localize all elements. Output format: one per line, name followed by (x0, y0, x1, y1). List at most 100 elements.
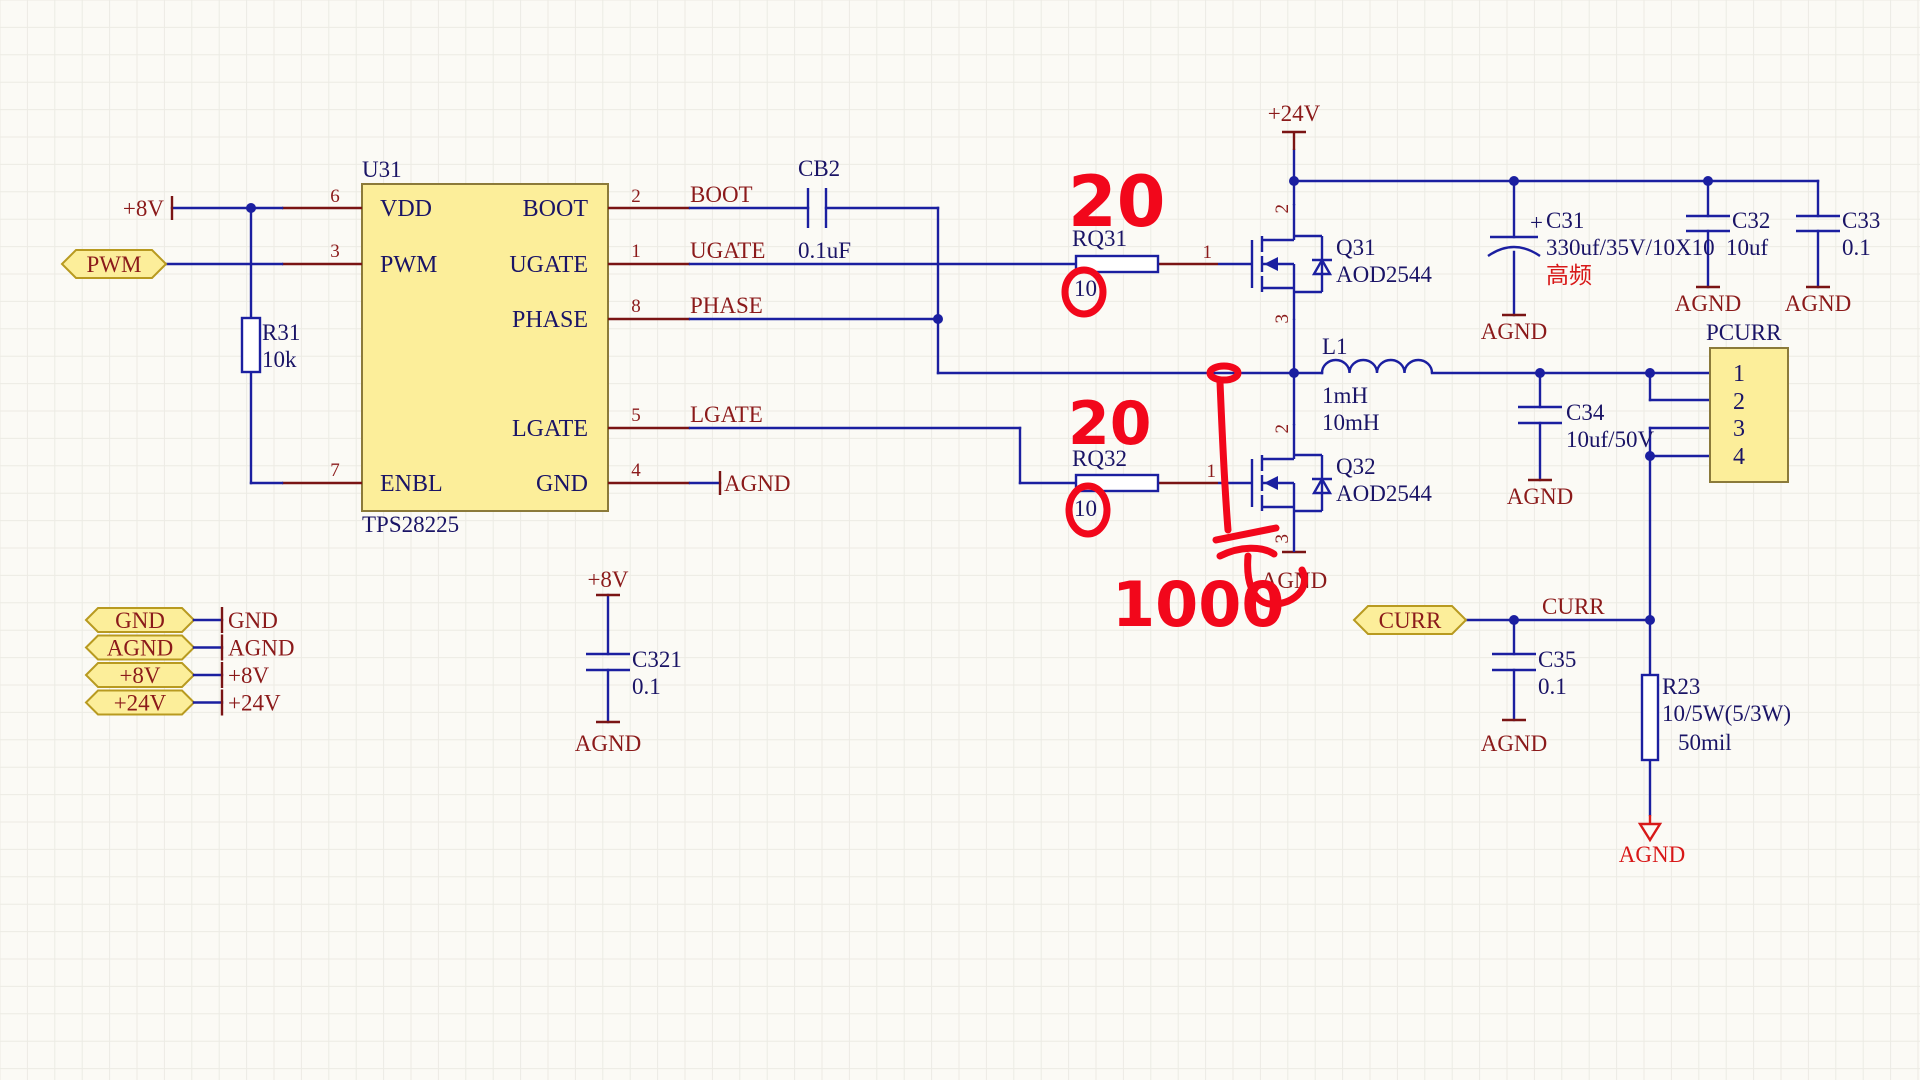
c34-value: 10uf/50V (1566, 427, 1655, 452)
legend-port-4[interactable]: +24V+24V (84, 689, 281, 716)
rq32-designator: RQ32 (1072, 446, 1127, 471)
rq31-body (1074, 254, 1160, 274)
u31-pin-boot-name: BOOT (523, 196, 589, 222)
resistor-r23[interactable]: R23 10/5W(5/3W) 50mil (1640, 673, 1791, 762)
capacitor-cb2[interactable]: CB2 0.1uF (798, 156, 851, 263)
rq31-value: 10 (1074, 276, 1097, 301)
c33-value: 0.1 (1842, 235, 1871, 260)
q31-part: AOD2544 (1336, 262, 1432, 287)
mosfet-q32[interactable]: Q32 AOD2544 2 3 (1218, 424, 1432, 552)
pcurr-designator: PCURR (1706, 320, 1782, 345)
q32-arrow-icon (1264, 476, 1278, 490)
legend-net-label: +24V (228, 691, 281, 716)
capacitor-c31[interactable]: + C31 330uf/35V/10X10 高频 (1487, 208, 1715, 289)
net-label-lgate: LGATE (690, 402, 763, 427)
power-label: +24V (1268, 101, 1321, 126)
r23-designator: R23 (1662, 674, 1700, 699)
power-label: AGND (1481, 319, 1547, 344)
capacitor-c321[interactable]: C321 0.1 (586, 647, 682, 699)
l1-coil (1320, 358, 1434, 374)
q32-pin-d: 2 (1272, 424, 1293, 434)
q32-part: AOD2544 (1336, 481, 1432, 506)
l1-designator: L1 (1322, 334, 1348, 359)
u31-pin-gnd-num: 4 (631, 460, 641, 481)
junction-dot (1509, 615, 1519, 625)
c321-designator: C321 (632, 647, 682, 672)
legend-net-label: +8V (228, 663, 269, 688)
capacitor-c34[interactable]: C34 10uf/50V (1518, 400, 1655, 452)
legend-net-label: AGND (228, 636, 294, 661)
port-shape (60, 249, 168, 279)
port-label: AGND (107, 636, 173, 661)
l1-value1: 1mH (1322, 383, 1368, 408)
legend-port-2[interactable]: AGND AGND (84, 634, 294, 661)
power-label: AGND (1481, 731, 1547, 756)
resistor-rq31[interactable]: RQ31 10 1 (1072, 226, 1212, 301)
resistor-r31[interactable]: R31 10k (240, 316, 300, 374)
power-label: AGND (575, 731, 641, 756)
port-pwm[interactable]: PWM (60, 249, 168, 279)
connector-pcurr[interactable]: PCURR 1 2 3 4 (1706, 320, 1789, 483)
pcurr-pin-2: 2 (1733, 389, 1745, 415)
power-agnd-c33: AGND (1785, 285, 1851, 316)
power-label: AGND (1507, 484, 1573, 509)
u31-designator: U31 (362, 157, 402, 182)
port-label: GND (115, 608, 165, 633)
c31-polarity: + (1530, 210, 1543, 235)
c31-designator: C31 (1546, 208, 1584, 233)
capacitor-c33[interactable]: C33 0.1 (1796, 208, 1880, 260)
u31-pin-phase-name: PHASE (512, 307, 588, 333)
c31-curved-plate (1487, 245, 1541, 257)
u31-pin-lgate-num: 5 (631, 405, 641, 426)
q32-designator: Q32 (1336, 454, 1376, 479)
power-label: AGND (724, 471, 790, 496)
legend-net-label: GND (228, 608, 278, 633)
junction-dot (1289, 176, 1299, 186)
wires (164, 148, 1820, 817)
annotation-cap-wire (1216, 378, 1232, 534)
net-label-curr: CURR (1542, 594, 1605, 619)
power-agnd-c34: AGND (1507, 478, 1573, 509)
u31-pin-pwm-name: PWM (380, 252, 437, 278)
u31-pin-enbl-name: ENBL (380, 471, 443, 497)
power-label: AGND (1261, 568, 1327, 593)
junction-dot (1645, 451, 1655, 461)
legend-port-3[interactable]: +8V+8V (84, 662, 269, 688)
r31-designator: R31 (262, 320, 300, 345)
q32-pin-s: 3 (1272, 534, 1293, 544)
power-label: AGND (1675, 291, 1741, 316)
inductor-l1[interactable]: L1 1mH 10mH (1320, 334, 1434, 435)
handwritten-annotations: 20 20 1000 (1061, 161, 1308, 641)
annotation-rq31-20: 20 (1068, 161, 1165, 243)
port-shape (1352, 605, 1468, 635)
r23-body (1640, 673, 1660, 762)
rq32-value: 10 (1074, 496, 1097, 521)
c34-designator: C34 (1566, 400, 1605, 425)
port-label: PWM (87, 252, 142, 277)
u31-pin-pwm-num: 3 (330, 241, 340, 262)
annotation-rq32-20: 20 (1068, 389, 1152, 459)
junction-dot (1509, 176, 1519, 186)
annotation-cap-return (1244, 552, 1308, 608)
l1-value2: 10mH (1322, 410, 1380, 435)
u31-pin-gnd-name: GND (536, 471, 588, 497)
net-label-ugate: UGATE (690, 238, 765, 263)
capacitor-c32[interactable]: C32 10uf (1686, 208, 1770, 260)
power-label: +8V (587, 567, 628, 592)
power-agnd-u31: AGND (718, 471, 790, 496)
pcurr-body (1709, 347, 1789, 483)
rq31-designator: RQ31 (1072, 226, 1127, 251)
q31-pin-d: 2 (1272, 204, 1293, 214)
u31-pin-vdd-name: VDD (380, 196, 432, 222)
junction-dot (1645, 615, 1655, 625)
u31-chip[interactable]: U31 TPS28225 6 VDD 3 PWM 7 ENBL 2 BOOT 1… (282, 157, 690, 537)
r31-value: 10k (262, 347, 297, 372)
mosfet-q31[interactable]: Q31 AOD2544 2 3 (1218, 204, 1432, 324)
legend-port-1[interactable]: GND GND (84, 607, 278, 633)
c31-value: 330uf/35V/10X10 (1546, 235, 1715, 260)
port-curr[interactable]: CURR (1352, 605, 1468, 635)
net-label-phase: PHASE (690, 293, 763, 318)
capacitor-c35[interactable]: C35 0.1 (1492, 647, 1576, 699)
